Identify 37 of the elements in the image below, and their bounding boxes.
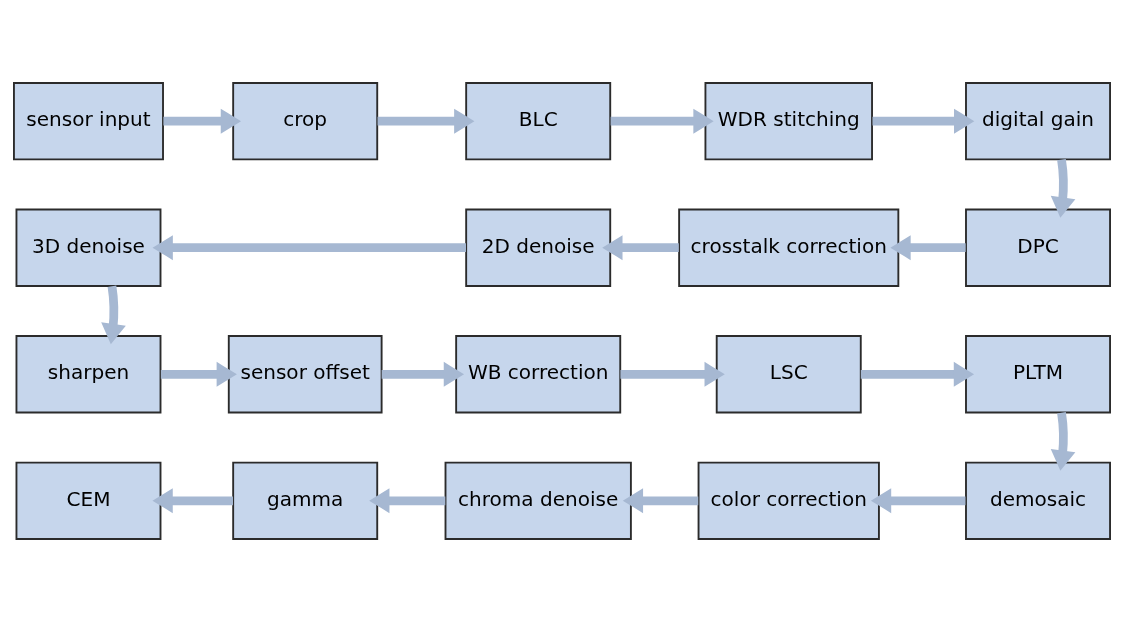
arrow — [620, 361, 725, 387]
arrow — [1050, 412, 1076, 471]
node-box: crosstalk correction — [678, 208, 900, 287]
arrow — [870, 488, 966, 514]
node-box: sensor input — [13, 82, 164, 161]
node-box: color correction — [697, 461, 880, 540]
arrow — [377, 108, 475, 134]
node-box: BLC — [465, 82, 612, 161]
node-box: chroma denoise — [444, 461, 632, 540]
arrow — [163, 108, 242, 134]
arrow — [1050, 159, 1076, 218]
node-box: DPC — [965, 208, 1111, 287]
arrow — [610, 108, 714, 134]
arrow — [890, 235, 966, 261]
node-box: 2D denoise — [465, 208, 612, 287]
arrow — [860, 361, 975, 387]
node-box: digital gain — [965, 82, 1111, 161]
node-box: PLTM — [965, 335, 1111, 414]
node-box: WDR stitching — [704, 82, 873, 161]
node-box: sensor offset — [227, 335, 383, 414]
arrow — [602, 235, 679, 261]
node-box: demosaic — [965, 461, 1111, 540]
node-box: CEM — [15, 461, 162, 540]
arrow — [369, 488, 446, 514]
node-box: gamma — [232, 461, 379, 540]
arrow — [152, 235, 466, 261]
node-box: 3D denoise — [15, 208, 162, 287]
node-box: LSC — [715, 335, 862, 414]
arrow — [381, 361, 465, 387]
arrow — [622, 488, 699, 514]
arrow — [872, 108, 975, 134]
node-box: sharpen — [15, 335, 162, 414]
arrow — [160, 361, 237, 387]
node-box: crop — [232, 82, 379, 161]
arrow — [101, 285, 126, 345]
arrow — [152, 488, 234, 514]
node-box: WB correction — [455, 335, 622, 414]
